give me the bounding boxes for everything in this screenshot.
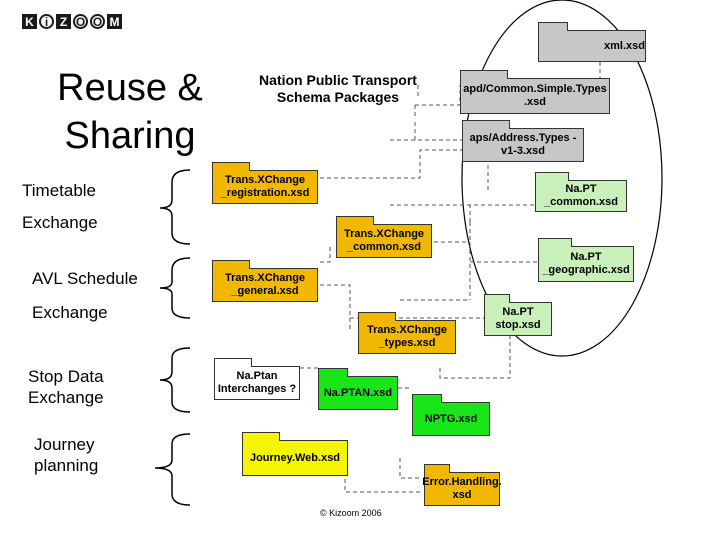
logo-letter: i — [39, 14, 54, 29]
title-line-1: Reuse & — [57, 67, 203, 109]
package-xml: xml.xsd — [538, 22, 646, 62]
package-apd-common-simple-types: apd/Common.Simple.Types .xsd — [460, 70, 610, 114]
package-transxchange-registration: Trans.XChange _registration.xsd — [212, 162, 318, 204]
brace-stop — [159, 347, 191, 413]
category-journey: Journey — [34, 435, 95, 454]
slide-title: Reuse & Sharing — [40, 64, 220, 160]
dependency-line — [415, 85, 461, 106]
package-naptan-interchanges: Na.Ptan Interchanges ? — [214, 358, 300, 400]
dependency-line — [439, 335, 511, 379]
diagram-heading: Nation Public Transport Schema Packages — [238, 72, 438, 106]
logo-letter: O — [73, 14, 88, 29]
package-transxchange-common: Trans.XChange _common.xsd — [336, 216, 432, 258]
package-nptg: NPTG.xsd — [412, 394, 490, 436]
package-transxchange-general: Trans.XChange _general.xsd — [212, 260, 318, 302]
heading-line-2: Schema Packages — [276, 89, 400, 105]
logo-letter: K — [22, 14, 37, 29]
copyright-notice: © Kizoom 2006 — [320, 508, 382, 518]
dependency-line — [469, 204, 535, 222]
dependency-line — [414, 85, 419, 140]
kizoom-logo: K i Z O O M — [22, 14, 122, 29]
category-stop-data: Stop Data — [28, 367, 104, 386]
category-timetable-exchange: Exchange — [22, 213, 98, 232]
heading-line-1: Nation Public Transport — [259, 72, 417, 88]
package-napt-common: Na.PT _common.xsd — [535, 172, 627, 212]
dependency-line — [320, 149, 462, 179]
title-line-2: Sharing — [64, 115, 196, 157]
category-avl: AVL Schedule — [32, 269, 138, 288]
package-transxchange-types: Trans.XChange _types.xsd — [358, 312, 456, 354]
logo-letter: O — [90, 14, 105, 29]
category-timetable: Timetable — [22, 181, 97, 200]
package-error-handling: Error.Handling. xsd — [422, 464, 502, 506]
package-napt-geographic: Na.PT _geographic.xsd — [538, 238, 634, 282]
logo-letter: Z — [56, 14, 71, 29]
brace-journey — [154, 433, 191, 506]
category-planning: planning — [34, 456, 99, 475]
package-journeyweb: Journey.Web.xsd — [242, 432, 348, 476]
category-avl-exchange: Exchange — [32, 303, 108, 322]
category-stop-exchange: Exchange — [28, 388, 104, 407]
logo-letter: M — [107, 14, 122, 29]
dependency-line — [399, 458, 420, 479]
package-naptan: Na.PTAN.xsd — [318, 368, 398, 410]
brace-timetable — [159, 169, 191, 245]
dependency-line — [320, 245, 331, 263]
dependency-line — [320, 284, 351, 330]
napt-ellipse — [461, 0, 663, 357]
package-napt-stop: Na.PT stop.xsd — [484, 294, 552, 336]
brace-avl — [159, 257, 191, 319]
package-aps-address-types: aps/Address.Types - v1-3.xsd — [462, 120, 584, 162]
